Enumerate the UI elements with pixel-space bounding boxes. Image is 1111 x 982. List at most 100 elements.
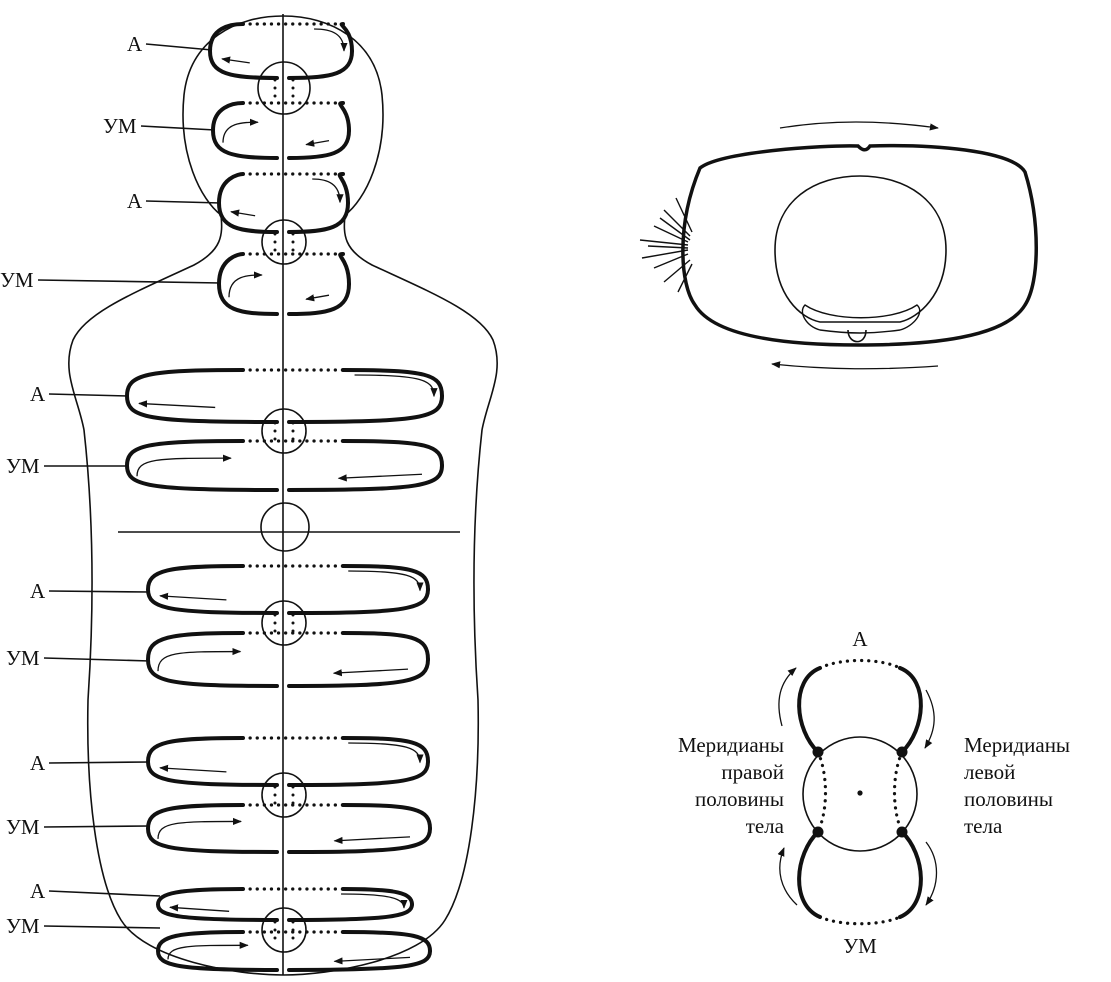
circle-dot — [292, 438, 295, 441]
legend-top-label: А — [852, 627, 868, 651]
circle-dot — [292, 921, 295, 924]
leader-line — [49, 762, 150, 763]
legend-left-half-line: Меридианы — [964, 733, 1070, 757]
legend-left-half-line: половины — [964, 787, 1053, 811]
label-um: УМ — [6, 454, 40, 478]
loop-pair — [210, 24, 352, 158]
a-loop-arrow — [348, 743, 420, 762]
circle-dot — [274, 921, 277, 924]
circle-dot — [292, 241, 295, 244]
legend-bottom-loop-dotted — [820, 917, 900, 924]
center-circle — [262, 908, 306, 952]
circle-dot — [292, 794, 295, 797]
label-um: УМ — [6, 914, 40, 938]
um-loop-thick-bottom-right — [289, 131, 349, 159]
arrow-top-right — [780, 122, 938, 128]
um-loop-thick-right — [343, 805, 430, 829]
center-circle — [262, 409, 306, 453]
um-loop-thick-right — [343, 932, 430, 951]
cross-section — [640, 122, 1036, 369]
circle-dot — [274, 95, 277, 98]
label-a: А — [30, 579, 46, 603]
leader-line — [38, 280, 221, 283]
leader-line — [141, 126, 215, 130]
legend-dotted-right — [895, 752, 903, 832]
um-loop-thick-bottom-right — [289, 284, 349, 314]
legend-top-loop-right — [900, 668, 921, 752]
leader-line — [44, 926, 160, 928]
legend-top-loop-dotted — [820, 661, 900, 669]
um-loop-arrow — [306, 295, 329, 299]
circle-dot — [292, 622, 295, 625]
um-loop-arrow — [334, 957, 410, 961]
label-um: УМ — [0, 268, 34, 292]
a-loop-thick-right — [340, 174, 348, 203]
a-loop-arrow — [348, 571, 420, 590]
center-circle — [258, 62, 310, 114]
um-loop-thick-left — [148, 633, 277, 686]
circle-dot — [274, 802, 277, 805]
legend-junction-dot — [897, 747, 908, 758]
um-loop-arrow — [306, 141, 329, 145]
circle-dot — [274, 929, 277, 932]
a-loop-arrow — [222, 59, 250, 63]
um-loop-thick-left — [148, 805, 277, 852]
loop-pair — [158, 889, 430, 970]
label-a: А — [30, 879, 46, 903]
um-loop-arrow — [158, 821, 241, 838]
circle-dot — [274, 87, 277, 90]
label-um: УМ — [6, 815, 40, 839]
legend-right-half-caption: Меридианы правой половины тела — [678, 733, 785, 838]
legend-left-half-caption: Меридианы левой половины тела — [964, 733, 1070, 838]
um-loop-thick-left — [219, 254, 277, 314]
label-a: А — [127, 32, 143, 56]
a-loop-thick-right — [343, 738, 428, 762]
a-loop-thick-right — [343, 566, 428, 590]
legend-diagram: А УМ Меридианы правой половины тела Мери… — [678, 627, 1070, 958]
legend-right-half-line: половины — [695, 787, 784, 811]
a-loop-thick-left — [148, 566, 277, 613]
a-loop-arrow — [160, 768, 226, 772]
um-loop-thick-right — [340, 103, 349, 131]
um-loop-thick-right — [343, 441, 442, 466]
legend-dotted-left — [818, 752, 826, 832]
legend-right-half-line: правой — [721, 760, 784, 784]
legend-junction-dot — [813, 827, 824, 838]
circle-dot — [274, 937, 277, 940]
a-loop-arrow — [314, 29, 344, 51]
circle-dot — [292, 430, 295, 433]
a-loop-arrow — [341, 894, 404, 908]
circle-dot — [274, 79, 277, 82]
um-loop-arrow — [334, 669, 408, 673]
a-loop-thick-bottom-right — [289, 905, 412, 921]
circle-dot — [274, 614, 277, 617]
um-loop-arrow — [229, 275, 262, 297]
circle-dot — [274, 430, 277, 433]
um-loop-thick-left — [127, 441, 277, 490]
a-loop-arrow — [231, 212, 255, 216]
arrow-bottom-left — [772, 364, 938, 369]
circle-dot — [292, 79, 295, 82]
legend-arrow-bottom-right — [926, 842, 937, 905]
a-loop-thick-bottom-right — [289, 51, 352, 78]
circle-dot — [274, 786, 277, 789]
circle-dot — [292, 802, 295, 805]
circle-dot — [292, 233, 295, 236]
loop-pair — [148, 738, 430, 852]
leader-line — [146, 44, 212, 50]
a-loop-thick-left — [158, 889, 277, 920]
spine-body — [802, 305, 919, 333]
um-loop-arrow — [168, 945, 248, 959]
um-loop-thick-right — [340, 254, 349, 284]
um-loop-thick-bottom-right — [289, 829, 430, 853]
um-loop-arrow — [334, 837, 410, 841]
legend-right-half-line: Меридианы — [678, 733, 784, 757]
legend-bottom-loop-left — [799, 832, 820, 917]
um-loop-arrow — [223, 122, 258, 142]
um-loop-thick-left — [158, 932, 277, 970]
circle-dot — [292, 630, 295, 633]
um-loop-thick-bottom-right — [289, 466, 442, 491]
circle-dot — [292, 87, 295, 90]
circle-dot — [274, 622, 277, 625]
